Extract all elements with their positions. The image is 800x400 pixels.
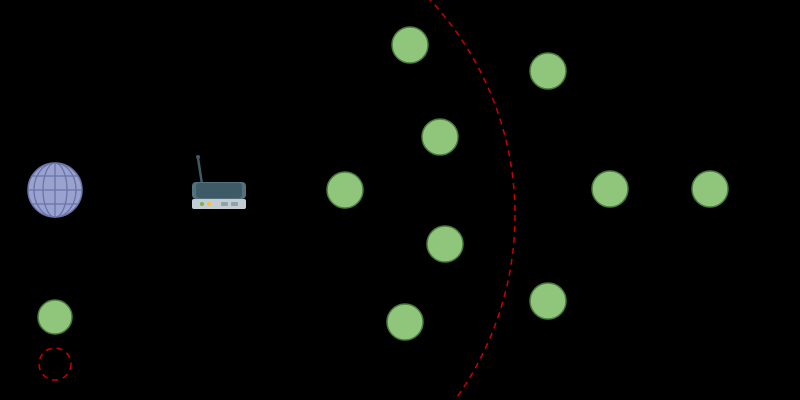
network-node-n1 bbox=[391, 26, 429, 64]
globe-icon bbox=[27, 162, 83, 218]
legend-node-circle bbox=[37, 299, 73, 335]
router-icon bbox=[192, 155, 246, 209]
legend-range-circle bbox=[38, 347, 72, 381]
network-node-n3 bbox=[421, 118, 459, 156]
wifi-range-circle bbox=[429, 0, 516, 400]
network-node-n8 bbox=[529, 282, 567, 320]
network-node-n5 bbox=[591, 170, 629, 208]
router-antenna-icon bbox=[196, 156, 204, 186]
network-node-n2 bbox=[529, 52, 567, 90]
network-node-n7 bbox=[426, 225, 464, 263]
network-node-n6 bbox=[691, 170, 729, 208]
network-node-n4 bbox=[326, 171, 364, 209]
router-led-icon bbox=[200, 202, 204, 206]
router-led-icon bbox=[207, 202, 211, 206]
network-node-n9 bbox=[386, 303, 424, 341]
nodes-layer bbox=[326, 26, 729, 341]
